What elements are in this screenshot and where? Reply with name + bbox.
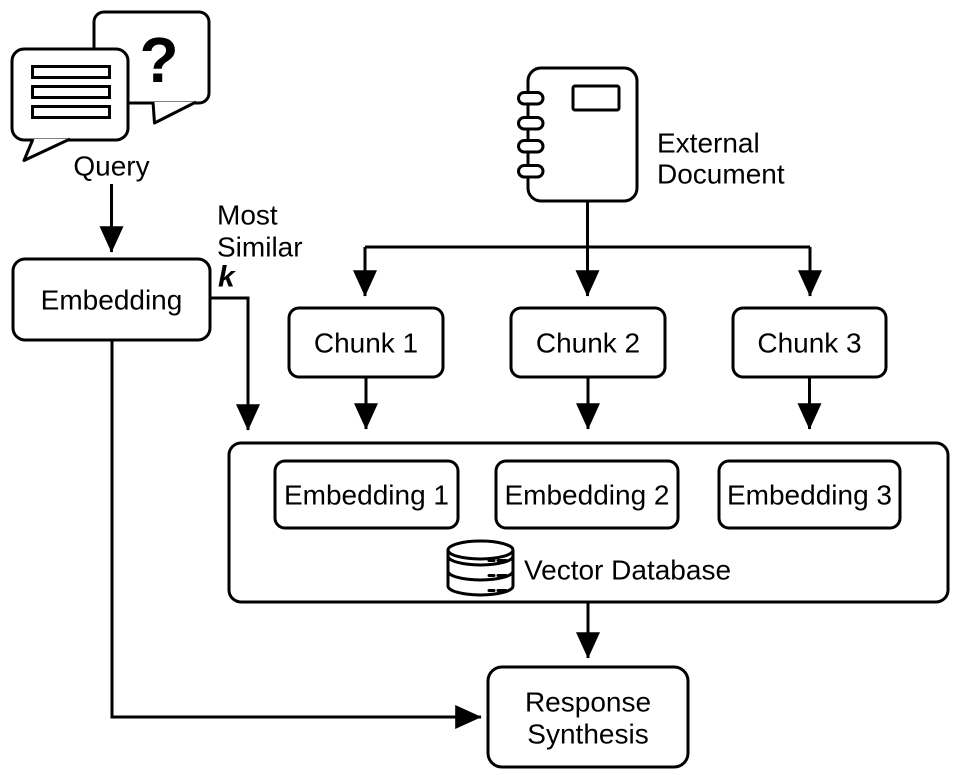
database-top [446,539,515,561]
response-synthesis-node: Response Synthesis [486,665,690,769]
vector-database-label: Vector Database [524,555,731,586]
arrow-embedding-to-response [110,340,482,729]
embedding2-label: Embedding 2 [504,480,669,511]
database-band2 [446,570,515,582]
text-bubble-tail [22,137,71,162]
embedding1-box [273,459,460,530]
embedding-node: Embedding [11,257,212,342]
external-document-line1: External [657,128,760,159]
chat-bubbles-icon: ? [10,10,211,162]
notebook-title-area [571,84,621,112]
arrow-embedding-to-vectordb [210,296,260,431]
chunk2-label: Chunk 2 [536,328,640,359]
query-label: Query [73,151,149,182]
vector-database-node: Embedding 1 Embedding 2 Embedding 3 Vect… [227,441,950,604]
external-document-line2: Document [657,159,785,190]
notebook-ring [517,91,545,106]
response-synthesis-line1: Response [525,687,651,718]
embedding3-node: Embedding 3 [717,459,902,530]
text-line-bar [31,85,111,99]
question-bubble-tail [151,100,197,125]
question-mark-glyph: ? [139,24,178,96]
text-line-bar [31,65,111,79]
most-similar-annotation: Most Similar k [217,200,303,294]
embedding3-label: Embedding 3 [727,480,892,511]
embedding1-node: Embedding 1 [273,459,460,530]
external-document-label: External Document [657,128,785,190]
chunk1-node: Chunk 1 [287,306,445,379]
embedding-label: Embedding [41,285,183,316]
notebook-ring [517,139,545,154]
embedding2-box [494,459,680,530]
notebook-ring [517,116,545,131]
most-similar-line1: Most [217,200,278,231]
embedding1-label: Embedding 1 [284,480,449,511]
chunk2-node: Chunk 2 [509,306,667,379]
chunk1-label: Chunk 1 [314,328,418,359]
response-synthesis-box [486,665,690,769]
chunk3-label: Chunk 3 [757,328,861,359]
embedding3-box [717,459,902,530]
chunk3-node: Chunk 3 [731,306,888,379]
text-line-bar [31,105,111,119]
notebook-icon [517,66,639,203]
k-variable: k [218,261,236,294]
notebook-ring [517,164,545,179]
database-cylinder-icon [446,539,515,597]
embedding2-node: Embedding 2 [494,459,680,530]
most-similar-line2: Similar [217,232,303,263]
response-synthesis-line2: Synthesis [527,719,648,750]
database-band1 [446,555,515,567]
